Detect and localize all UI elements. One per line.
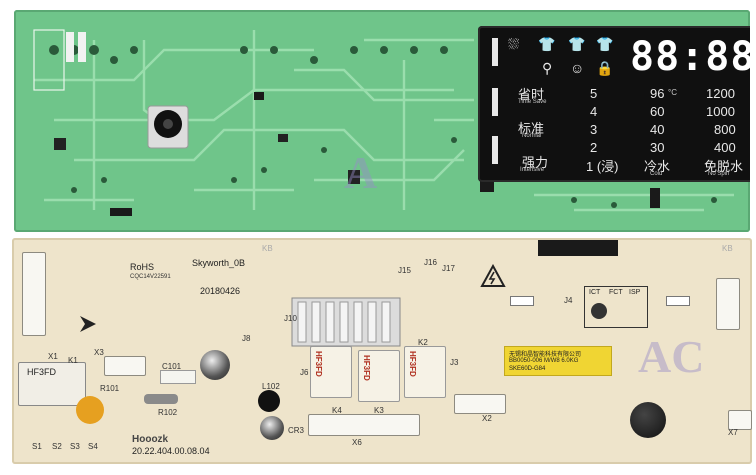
arrow-logo-icon xyxy=(80,316,96,332)
spin-value: 800 xyxy=(714,122,736,137)
temp-value: 60 xyxy=(650,104,665,119)
beige-pcb-board: HF3FD HF3FD HF3FD HF3FD 无锡和晶智能科技有限公司 BB0… xyxy=(12,238,752,464)
lcd-bar-bottom xyxy=(492,136,498,164)
part-number: 20.22.404.00.08.04 xyxy=(132,446,210,456)
shirt-icon: 👕 xyxy=(596,36,614,52)
level-value: 4 xyxy=(590,104,598,119)
mode-en-label: Normal xyxy=(522,133,542,139)
temp-unit: °C xyxy=(668,88,677,97)
shirt-icon: 👕 xyxy=(538,36,556,52)
green-pcb-board: ⛆ 👕 👕 👕 ⚲ ☺ 🔒 88:88 省时 Time Save 5 96 °C… xyxy=(14,10,750,232)
kb-mark: KB xyxy=(722,244,733,253)
watermark-top: A xyxy=(344,147,378,198)
spin-value: 1000 xyxy=(706,104,735,119)
watermark-bottom: AC xyxy=(638,331,705,382)
wash-icon: ⛆ xyxy=(508,36,520,52)
pcb-traces xyxy=(33,29,734,216)
lcd-display: ⛆ 👕 👕 👕 ⚲ ☺ 🔒 88:88 省时 Time Save 5 96 °C… xyxy=(478,26,750,182)
inductor-l102 xyxy=(258,390,280,412)
cold-label: Cold xyxy=(650,171,663,177)
varistor xyxy=(76,396,104,424)
mode-en-label: Intensive xyxy=(520,167,545,173)
relay-brand: HF3FD xyxy=(27,367,56,377)
buzzer xyxy=(630,402,666,438)
jumper-j8 xyxy=(510,296,534,306)
mode-cn-label: 标准 xyxy=(518,121,545,136)
jumper-j4 xyxy=(666,296,690,306)
test-dot-icon xyxy=(591,303,607,319)
resistor-r102 xyxy=(144,394,178,404)
connector-x8 xyxy=(22,252,46,336)
lcd-bar-mid xyxy=(492,88,498,116)
connector-x3 xyxy=(104,356,146,376)
mode-cn-label: 省时 xyxy=(518,87,545,102)
date-label: 20180426 xyxy=(200,286,241,296)
level-value: 5 xyxy=(590,86,598,101)
lcd-bar-top xyxy=(492,38,498,66)
temp-value: 冷水 xyxy=(644,159,671,174)
level-value: 3 xyxy=(590,122,598,137)
capacitor-cr3 xyxy=(260,416,284,440)
temp-value: 40 xyxy=(650,122,665,137)
faucet-icon: ⚲ xyxy=(542,60,553,76)
connector-x2 xyxy=(454,394,506,414)
model-label: Skyworth_0B xyxy=(192,258,246,268)
rohs-code: CQC14V22591 xyxy=(130,274,171,280)
level-value: 2 xyxy=(590,140,598,155)
spin-value: 400 xyxy=(714,140,736,155)
kb-mark: KB xyxy=(262,244,273,253)
temp-value: 30 xyxy=(650,140,665,155)
mode-cn-label: 强力 xyxy=(522,155,549,170)
lcd-digits: 88:88 xyxy=(630,34,750,80)
capacitor-c1 xyxy=(200,350,230,380)
mode-en-label: Time Save xyxy=(518,99,547,105)
connector-right xyxy=(716,278,740,330)
spin-value: 免脱水 xyxy=(704,159,744,174)
rohs-label: RoHS xyxy=(130,262,155,272)
level-value: 1 (浸) xyxy=(586,159,619,174)
smile-icon: ☺ xyxy=(570,60,585,76)
heatsink xyxy=(291,297,401,347)
spin-value: 1200 xyxy=(706,86,735,101)
relay-k2: HF3FD xyxy=(404,346,446,398)
warning-triangle-icon xyxy=(480,264,506,287)
connector-x7 xyxy=(728,410,752,430)
connector-x6 xyxy=(308,414,420,436)
ribbon-connector xyxy=(538,240,618,256)
nospin-label: No Spin xyxy=(708,171,730,177)
lock-icon: 🔒 xyxy=(596,60,614,76)
component-c101 xyxy=(160,370,196,384)
temp-value: 96 xyxy=(650,86,665,101)
relay-k4: HF3FD xyxy=(310,346,352,398)
product-sticker: 无锡和晶智能科技有限公司 BB0050-006 M/W8 6.0KG SKE60… xyxy=(504,346,612,376)
brand-label: Hooozk xyxy=(132,434,169,445)
relay-k1: HF3FD xyxy=(18,362,86,406)
shirt-icon: 👕 xyxy=(568,36,586,52)
test-label-box: ICT FCT ISP xyxy=(584,286,648,328)
relay-k3: HF3FD xyxy=(358,350,400,402)
